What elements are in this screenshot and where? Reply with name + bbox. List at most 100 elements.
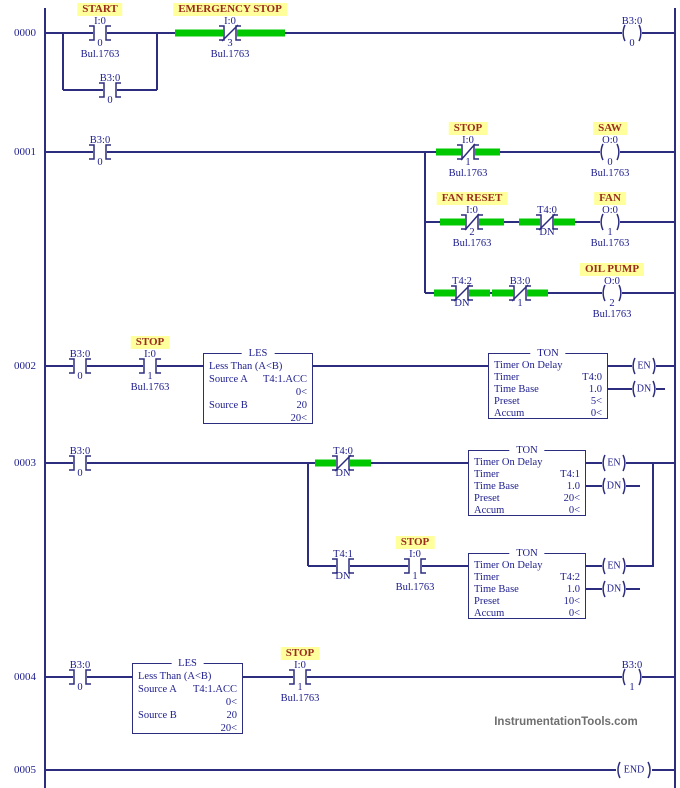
output-coil-icon bbox=[622, 668, 642, 686]
address-label: I:0 bbox=[462, 135, 474, 146]
coil-text: DN bbox=[606, 583, 622, 595]
bit-label: 0 bbox=[77, 682, 83, 693]
block-value: 20 bbox=[226, 710, 238, 721]
block-title: TON bbox=[509, 547, 545, 560]
address-label: I:0 bbox=[94, 16, 106, 27]
block-text: Timer bbox=[474, 469, 500, 480]
wire-segment bbox=[425, 292, 675, 294]
coil-text: DN bbox=[606, 480, 622, 492]
rung-number-0005[interactable]: 0005 bbox=[14, 764, 36, 776]
rung-number-0003[interactable]: 0003 bbox=[14, 457, 36, 469]
instruction-comment: SAW bbox=[593, 122, 627, 135]
bit-label: 0 bbox=[607, 157, 613, 168]
block-text: Time Base bbox=[474, 481, 519, 492]
bit-label: 0 bbox=[629, 38, 635, 49]
wire-segment bbox=[45, 769, 675, 771]
block-value: 0< bbox=[590, 408, 602, 419]
coil-text: END bbox=[623, 764, 645, 776]
address-label: I:0 bbox=[466, 205, 478, 216]
bit-label: 3 bbox=[227, 38, 233, 49]
instruction-comment: STOP bbox=[280, 647, 320, 660]
block-value: 20 bbox=[296, 400, 308, 411]
output-coil-icon bbox=[622, 24, 642, 42]
wire-segment bbox=[45, 676, 675, 678]
block-value: T4:2 bbox=[560, 572, 580, 583]
block-text: Timer bbox=[474, 572, 500, 583]
address-label: I:0 bbox=[144, 349, 156, 360]
xio-contact-active-icon bbox=[519, 213, 575, 231]
block-value: 5< bbox=[590, 396, 602, 407]
xic-contact-icon bbox=[139, 357, 161, 375]
address-label: T4:0 bbox=[537, 205, 557, 216]
address-label: I:0 bbox=[294, 660, 306, 671]
address-label: T4:0 bbox=[333, 446, 353, 457]
bit-label: 1 bbox=[465, 157, 471, 168]
address-label: T4:1 bbox=[333, 549, 353, 560]
block-value: 1.0 bbox=[566, 481, 580, 492]
coil-text: EN bbox=[607, 560, 621, 572]
xic-contact-icon bbox=[69, 357, 91, 375]
coil-text: DN bbox=[636, 383, 652, 395]
address-label: O:0 bbox=[602, 135, 618, 146]
output-coil-icon bbox=[600, 213, 620, 231]
module-label: Bul.1763 bbox=[280, 693, 320, 704]
bit-label: DN bbox=[335, 571, 351, 582]
address-label: B3:0 bbox=[69, 349, 91, 360]
block-value: 1.0 bbox=[588, 384, 602, 395]
bit-label: DN bbox=[539, 227, 555, 238]
rung-number-0004[interactable]: 0004 bbox=[14, 671, 36, 683]
module-label: Bul.1763 bbox=[448, 168, 488, 179]
xio-contact-active-icon bbox=[440, 213, 504, 231]
bit-label: 2 bbox=[469, 227, 475, 238]
block-text: Source B bbox=[209, 400, 248, 411]
bit-label: 0 bbox=[97, 157, 103, 168]
block-text: Preset bbox=[474, 596, 500, 607]
block-text: Preset bbox=[474, 493, 500, 504]
block-text: Time Base bbox=[494, 384, 539, 395]
bit-label: 1 bbox=[297, 682, 303, 693]
block-title: TON bbox=[509, 444, 545, 457]
block-text: Source A bbox=[138, 684, 177, 695]
block-value: 0< bbox=[225, 697, 237, 708]
rung-number-0001[interactable]: 0001 bbox=[14, 146, 36, 158]
block-text: Timer On Delay bbox=[474, 560, 543, 571]
wire-segment bbox=[307, 463, 309, 566]
block-text: Time Base bbox=[474, 584, 519, 595]
end-coil-icon bbox=[616, 761, 652, 779]
wire-segment bbox=[45, 365, 675, 367]
rung-number-0002[interactable]: 0002 bbox=[14, 360, 36, 372]
module-label: Bul.1763 bbox=[80, 49, 120, 60]
xio-contact-active-icon bbox=[175, 24, 285, 42]
instruction-comment: EMERGENCY STOP bbox=[173, 3, 287, 16]
rung-number-0000[interactable]: 0000 bbox=[14, 27, 36, 39]
module-label: Bul.1763 bbox=[590, 238, 630, 249]
block-value: 0< bbox=[568, 608, 580, 619]
wire-segment bbox=[652, 463, 654, 566]
block-text: Source A bbox=[209, 374, 248, 385]
output-coil-icon bbox=[602, 284, 622, 302]
bit-label: 2 bbox=[609, 298, 615, 309]
block-title: TON bbox=[530, 347, 566, 360]
xic-contact-icon bbox=[332, 557, 354, 575]
left-power-rail bbox=[44, 8, 46, 788]
block-value: T4:1.ACC bbox=[262, 374, 307, 385]
address-label: O:0 bbox=[604, 276, 620, 287]
block-title: LES bbox=[241, 347, 275, 360]
en-coil-icon bbox=[602, 557, 626, 575]
block-text: Source B bbox=[138, 710, 177, 721]
instruction-comment: FAN RESET bbox=[436, 192, 508, 205]
instruction-comment: OIL PUMP bbox=[579, 263, 645, 276]
block-value: 20< bbox=[220, 723, 237, 734]
module-label: Bul.1763 bbox=[130, 382, 170, 393]
address-label: T4:2 bbox=[452, 276, 472, 287]
block-text: Accum bbox=[494, 408, 525, 419]
bit-label: 1 bbox=[607, 227, 613, 238]
block-value: T4:1 bbox=[560, 469, 580, 480]
address-label: B3:0 bbox=[509, 276, 531, 287]
wire-segment bbox=[45, 151, 675, 153]
